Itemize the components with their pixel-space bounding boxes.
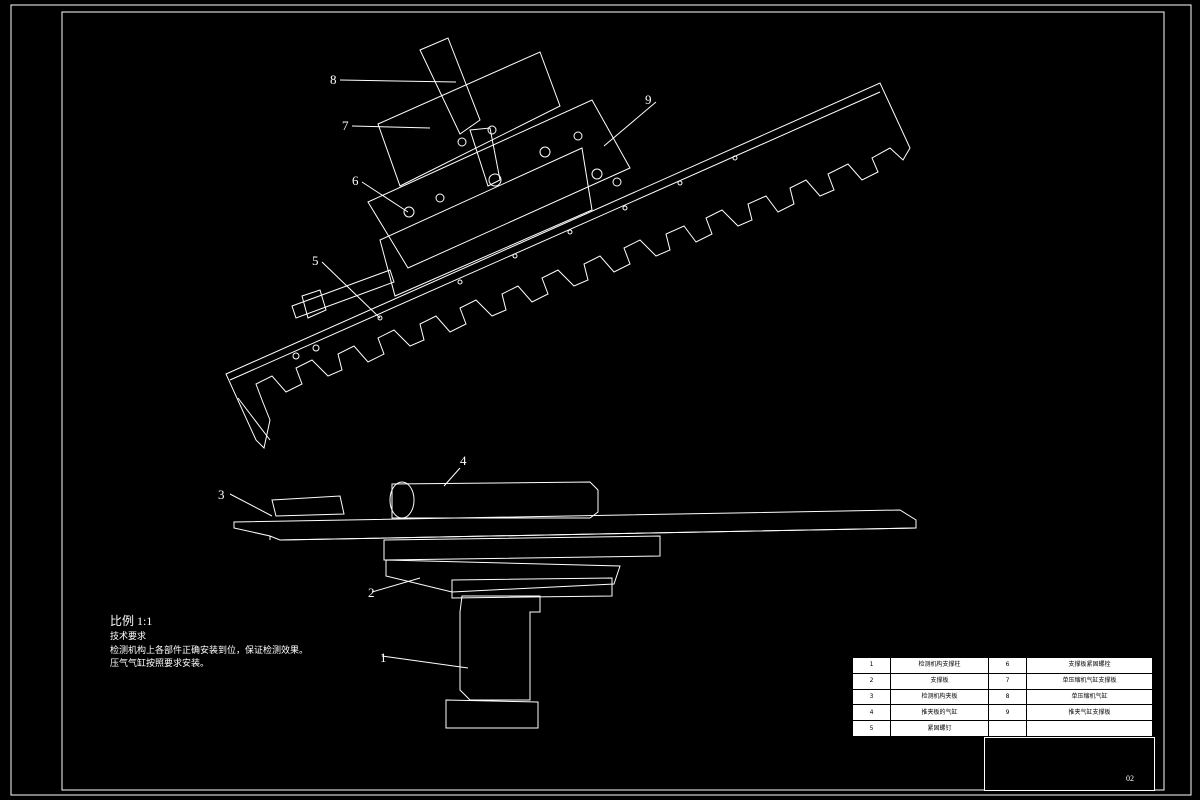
table-row: 4 推夹板的气缸 9 推夹气缸支撑板: [852, 704, 1153, 722]
bom-cell: 3: [852, 688, 891, 706]
bolt: [488, 173, 502, 187]
cylinder-end: [389, 481, 415, 519]
lower-assembly: [229, 467, 917, 729]
piston-rod: [469, 127, 501, 187]
support-plate: [367, 99, 631, 269]
part-label-8: 8: [330, 72, 337, 87]
tech-req-title: 技术要求: [110, 632, 147, 642]
bom-cell: 8: [988, 688, 1027, 706]
cylinder-body: [377, 51, 561, 187]
column-base: [445, 699, 539, 729]
bom-cell: 单压缩机气缸支撑板: [1026, 672, 1153, 690]
push-cylinder: [391, 481, 599, 519]
part-label-5: 5: [312, 253, 319, 268]
platform-plate: [451, 577, 613, 599]
sheet-number: 02: [1126, 774, 1134, 783]
scale-note: 比例 1:1: [110, 614, 153, 628]
comb-rack: [225, 82, 911, 450]
rack-hole: [512, 253, 518, 259]
part-label-9: 9: [645, 92, 652, 107]
bom-cell: 6: [988, 657, 1027, 674]
part-label-1: 1: [380, 650, 387, 665]
bolt: [457, 137, 467, 147]
bolt: [591, 168, 603, 180]
upper-assembly: [225, 37, 911, 450]
inner-frame: [61, 11, 1165, 791]
guide-rod: [291, 269, 395, 319]
bom-cell: 7: [988, 672, 1027, 690]
bom-cell: 推夹气缸支撑板: [1026, 704, 1153, 722]
tech-req-line-2: 压气气缸按照要求安装。: [110, 659, 210, 669]
part-label-7: 7: [342, 118, 349, 133]
bolt: [403, 206, 415, 218]
rack-hole: [677, 180, 683, 186]
bolt: [612, 177, 622, 187]
rack-hole: [732, 155, 738, 161]
platform-mid: [385, 559, 621, 593]
table-row: 3 检测机构夹板 8 单压缩机气缸: [852, 688, 1153, 706]
bom-cell: 推夹板的气缸: [890, 704, 989, 722]
bill-of-materials: 1 检测机构支撑柱 6 支撑板紧固螺栓 2 支撑板 7 单压缩机气缸支撑板 3 …: [852, 657, 1153, 737]
rack-hole: [292, 352, 300, 360]
rack-hole: [377, 315, 383, 321]
rack-hole: [312, 344, 320, 352]
part-label-6: 6: [352, 173, 359, 188]
support-column: [459, 595, 541, 701]
table-row: 5 紧固螺钉: [852, 720, 1153, 737]
rack-hole: [567, 229, 573, 235]
clamp-plate: [379, 147, 593, 297]
bom-cell: [1026, 720, 1153, 737]
bom-cell: 4: [852, 704, 891, 722]
tech-req-line-1: 检测机构上各部件正确安装到位，保证检测效果。: [110, 646, 309, 656]
bom-cell: 单压缩机气缸: [1026, 688, 1153, 706]
bom-cell: [988, 720, 1027, 737]
rack-hole: [457, 279, 463, 285]
bom-cell: 支撑板: [890, 672, 989, 690]
cylinder-rod: [419, 37, 481, 135]
rod-nut: [301, 289, 327, 319]
bom-cell: 检测机构支撑柱: [890, 657, 989, 674]
bolt: [487, 125, 497, 135]
part-label-4: 4: [460, 453, 467, 468]
table-row: 2 支撑板 7 单压缩机气缸支撑板: [852, 672, 1153, 690]
bom-cell: 检测机构夹板: [890, 688, 989, 706]
bom-cell: 9: [988, 704, 1027, 722]
bom-cell: 紧固螺钉: [890, 720, 989, 737]
leader-lines: [229, 467, 469, 669]
bom-cell: 2: [852, 672, 891, 690]
bolt: [573, 131, 583, 141]
title-block: [984, 737, 1155, 791]
bolt: [435, 193, 445, 203]
bom-cell: 5: [852, 720, 891, 737]
part-label-3: 3: [218, 487, 225, 502]
part-label-2: 2: [368, 585, 375, 600]
comb-edge: [229, 91, 881, 441]
rack-hole: [622, 205, 628, 211]
platform-top: [383, 535, 661, 561]
bom-table: 1 检测机构支撑柱 6 支撑板紧固螺栓 2 支撑板 7 单压缩机气缸支撑板 3 …: [852, 657, 1153, 737]
leader-lines: [321, 79, 657, 319]
bom-cell: 1: [852, 657, 891, 674]
gripper-plate: [271, 495, 345, 517]
flat-rack-edge: [269, 527, 917, 541]
outer-frame: [10, 4, 1192, 796]
table-row: 1 检测机构支撑柱 6 支撑板紧固螺栓: [852, 657, 1153, 674]
bom-cell: 支撑板紧固螺栓: [1026, 657, 1153, 674]
bolt: [539, 146, 551, 158]
